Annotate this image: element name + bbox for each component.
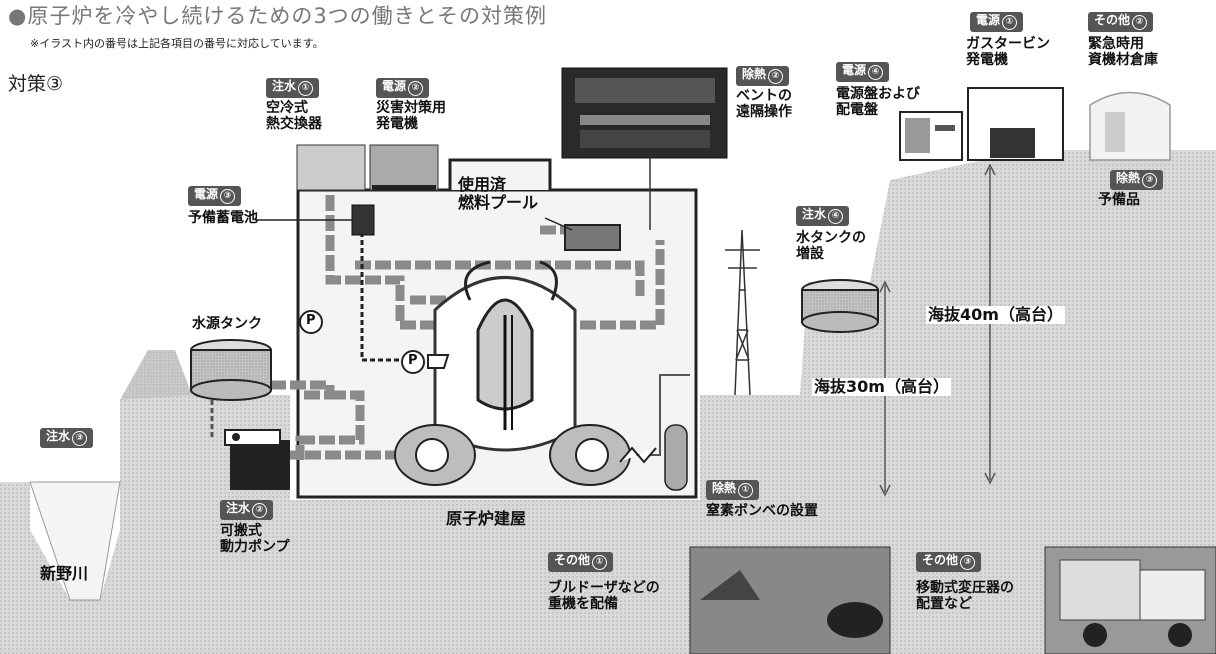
label-altitude-30m: 海抜30m（高台） xyxy=(812,377,951,397)
label-reactor-building: 原子炉建屋 xyxy=(446,509,527,528)
label-nitrogen-cylinder: 窒素ボンベの設置 xyxy=(706,503,818,519)
label-air-cooled-heat-exchanger: 空冷式熱交換器 xyxy=(266,100,322,133)
label-emergency-generator: 災害対策用発電機 xyxy=(376,100,446,133)
transmission-tower xyxy=(725,229,760,396)
page-title: ●原子炉を冷やし続けるための3つの働きとその対策例 xyxy=(8,4,548,28)
spare-battery xyxy=(351,204,375,236)
terrain-ground xyxy=(0,150,1216,654)
pump-mark-1: P xyxy=(306,313,316,328)
nitrogen-cylinder xyxy=(664,424,688,491)
illustration-note: ※イラスト内の番号は上記各項目の番号に対応しています。 xyxy=(30,37,324,50)
emergency-warehouse xyxy=(1089,91,1171,161)
spent-fuel-pool xyxy=(564,224,621,251)
river-valley xyxy=(29,481,121,601)
portable-pump xyxy=(230,440,290,490)
building-roof xyxy=(448,158,552,190)
air-cooled-heat-exchanger xyxy=(296,144,366,191)
emergency-generator xyxy=(369,144,439,191)
label-emergency-warehouse: 緊急時用資機材倉庫 xyxy=(1088,36,1158,69)
label-heavy-machinery: ブルドーザなどの重機を配備 xyxy=(548,580,660,613)
pump-mark-2: P xyxy=(408,353,418,368)
label-spent-fuel-pool: 使用済燃料プール xyxy=(458,175,539,213)
label-vent-remote-operation: ベントの遠隔操作 xyxy=(736,88,792,121)
label-power-panel: 電源盤および配電盤 xyxy=(836,86,920,119)
label-spare-battery: 予備蓄電池 xyxy=(188,210,258,226)
label-gas-turbine: ガスタービン発電機 xyxy=(966,36,1050,69)
pump-2 xyxy=(401,350,425,374)
valve xyxy=(427,354,450,369)
label-portable-pump: 可搬式動力ポンプ xyxy=(220,523,290,556)
bulldozer-photo xyxy=(689,546,891,654)
label-additional-water-tank: 水タンクの増設 xyxy=(796,230,866,263)
hill-left xyxy=(120,350,192,400)
pump-1 xyxy=(299,310,323,334)
battery-cable xyxy=(360,232,405,362)
label-water-source-tank: 水源タンク xyxy=(192,316,262,332)
label-mobile-transformer: 移動式変圧器の配置など xyxy=(916,580,1014,613)
label-river: 新野川 xyxy=(40,564,89,583)
measure-heading: 対策③ xyxy=(8,73,64,95)
label-altitude-40m: 海抜40m（高台） xyxy=(926,305,1065,325)
label-spare-parts: 予備品 xyxy=(1098,192,1140,208)
